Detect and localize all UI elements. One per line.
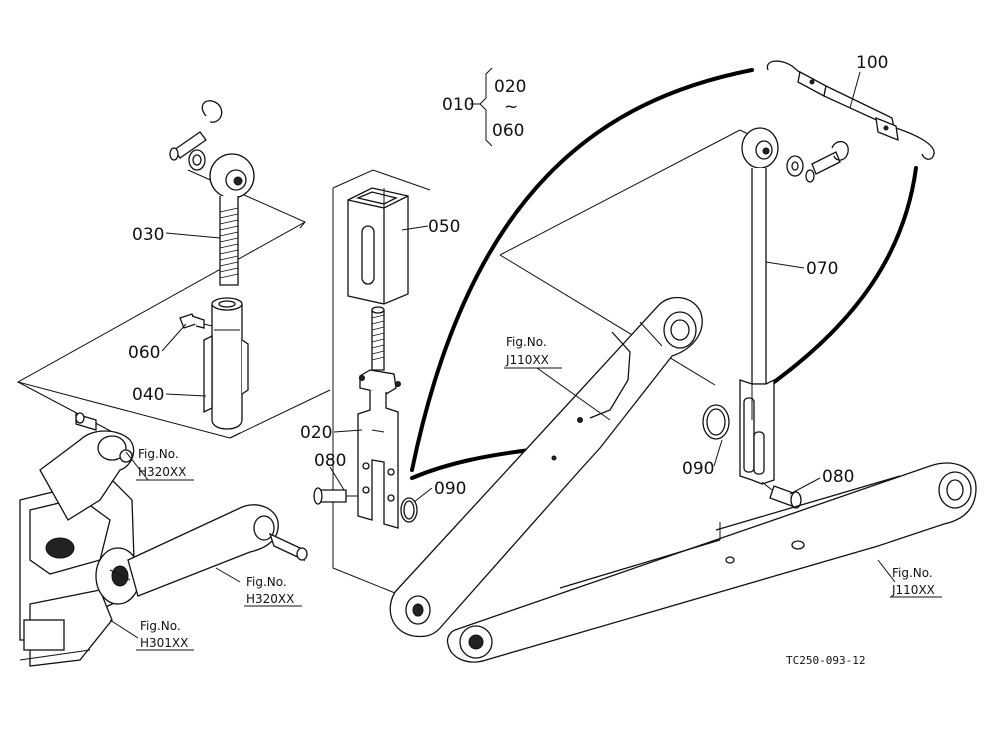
fig-ref-j110-center-code: J110XX xyxy=(505,353,549,367)
part-050-square-sleeve xyxy=(347,187,409,305)
group-bracket-010 xyxy=(470,67,493,147)
fig-ref-h320-lower-label: Fig.No. xyxy=(246,575,287,589)
part-040-sleeve-tube xyxy=(203,297,249,430)
callout-020-range: 020 xyxy=(494,77,526,97)
part-070-top-link-rod xyxy=(739,127,849,485)
fig-ref-j110-right-code: J110XX xyxy=(891,583,935,597)
lower-link-left-arm xyxy=(389,296,703,638)
fig-ref-h320-upper-code: H320XX xyxy=(138,465,186,479)
fig-ref-j110-right-label: Fig.No. xyxy=(892,566,933,580)
lower-link-right-arm xyxy=(446,462,977,663)
fig-ref-j110-center-label: Fig.No. xyxy=(506,335,547,349)
callout-090-right: 090 xyxy=(682,459,714,479)
fig-ref-h320-upper-label: Fig.No. xyxy=(138,447,179,461)
callout-100: 100 xyxy=(856,53,888,73)
callout-060-range: 060 xyxy=(492,121,524,141)
part-020-threaded-clevis xyxy=(357,306,401,529)
reference-curve-bottom xyxy=(410,448,532,480)
callout-090-left: 090 xyxy=(434,479,466,499)
reference-curve-right xyxy=(768,166,918,387)
drawing-code: TC250-093-12 xyxy=(786,654,865,667)
part-100-hook xyxy=(766,60,935,160)
reference-curve-left xyxy=(410,68,754,472)
assembly-frame-left xyxy=(16,169,307,439)
callout-010: 010 xyxy=(442,95,474,115)
part-090-snap-ring-left xyxy=(400,497,418,523)
callout-030: 030 xyxy=(132,225,164,245)
callout-080-right: 080 xyxy=(822,467,854,487)
tractor-hitch-body xyxy=(19,412,308,667)
callout-050: 050 xyxy=(428,217,460,237)
part-080-pin-right xyxy=(761,481,802,509)
part-030-threaded-eye xyxy=(169,100,255,286)
fig-ref-h320-lower-code: H320XX xyxy=(246,592,294,606)
fig-ref-h301-code: H301XX xyxy=(140,636,188,650)
callout-tilde: ~ xyxy=(504,97,518,117)
fig-ref-h301-label: Fig.No. xyxy=(140,619,181,633)
callout-080-left: 080 xyxy=(314,451,346,471)
part-060-grease-nipple xyxy=(179,313,213,329)
part-080-pin-left xyxy=(313,487,358,505)
callout-070: 070 xyxy=(806,259,838,279)
leader-lines xyxy=(109,71,942,651)
callout-040: 040 xyxy=(132,385,164,405)
part-090-snap-ring-right xyxy=(702,404,730,440)
assembly-frame-center xyxy=(332,169,431,596)
callout-020: 020 xyxy=(300,423,332,443)
callout-060: 060 xyxy=(128,343,160,363)
